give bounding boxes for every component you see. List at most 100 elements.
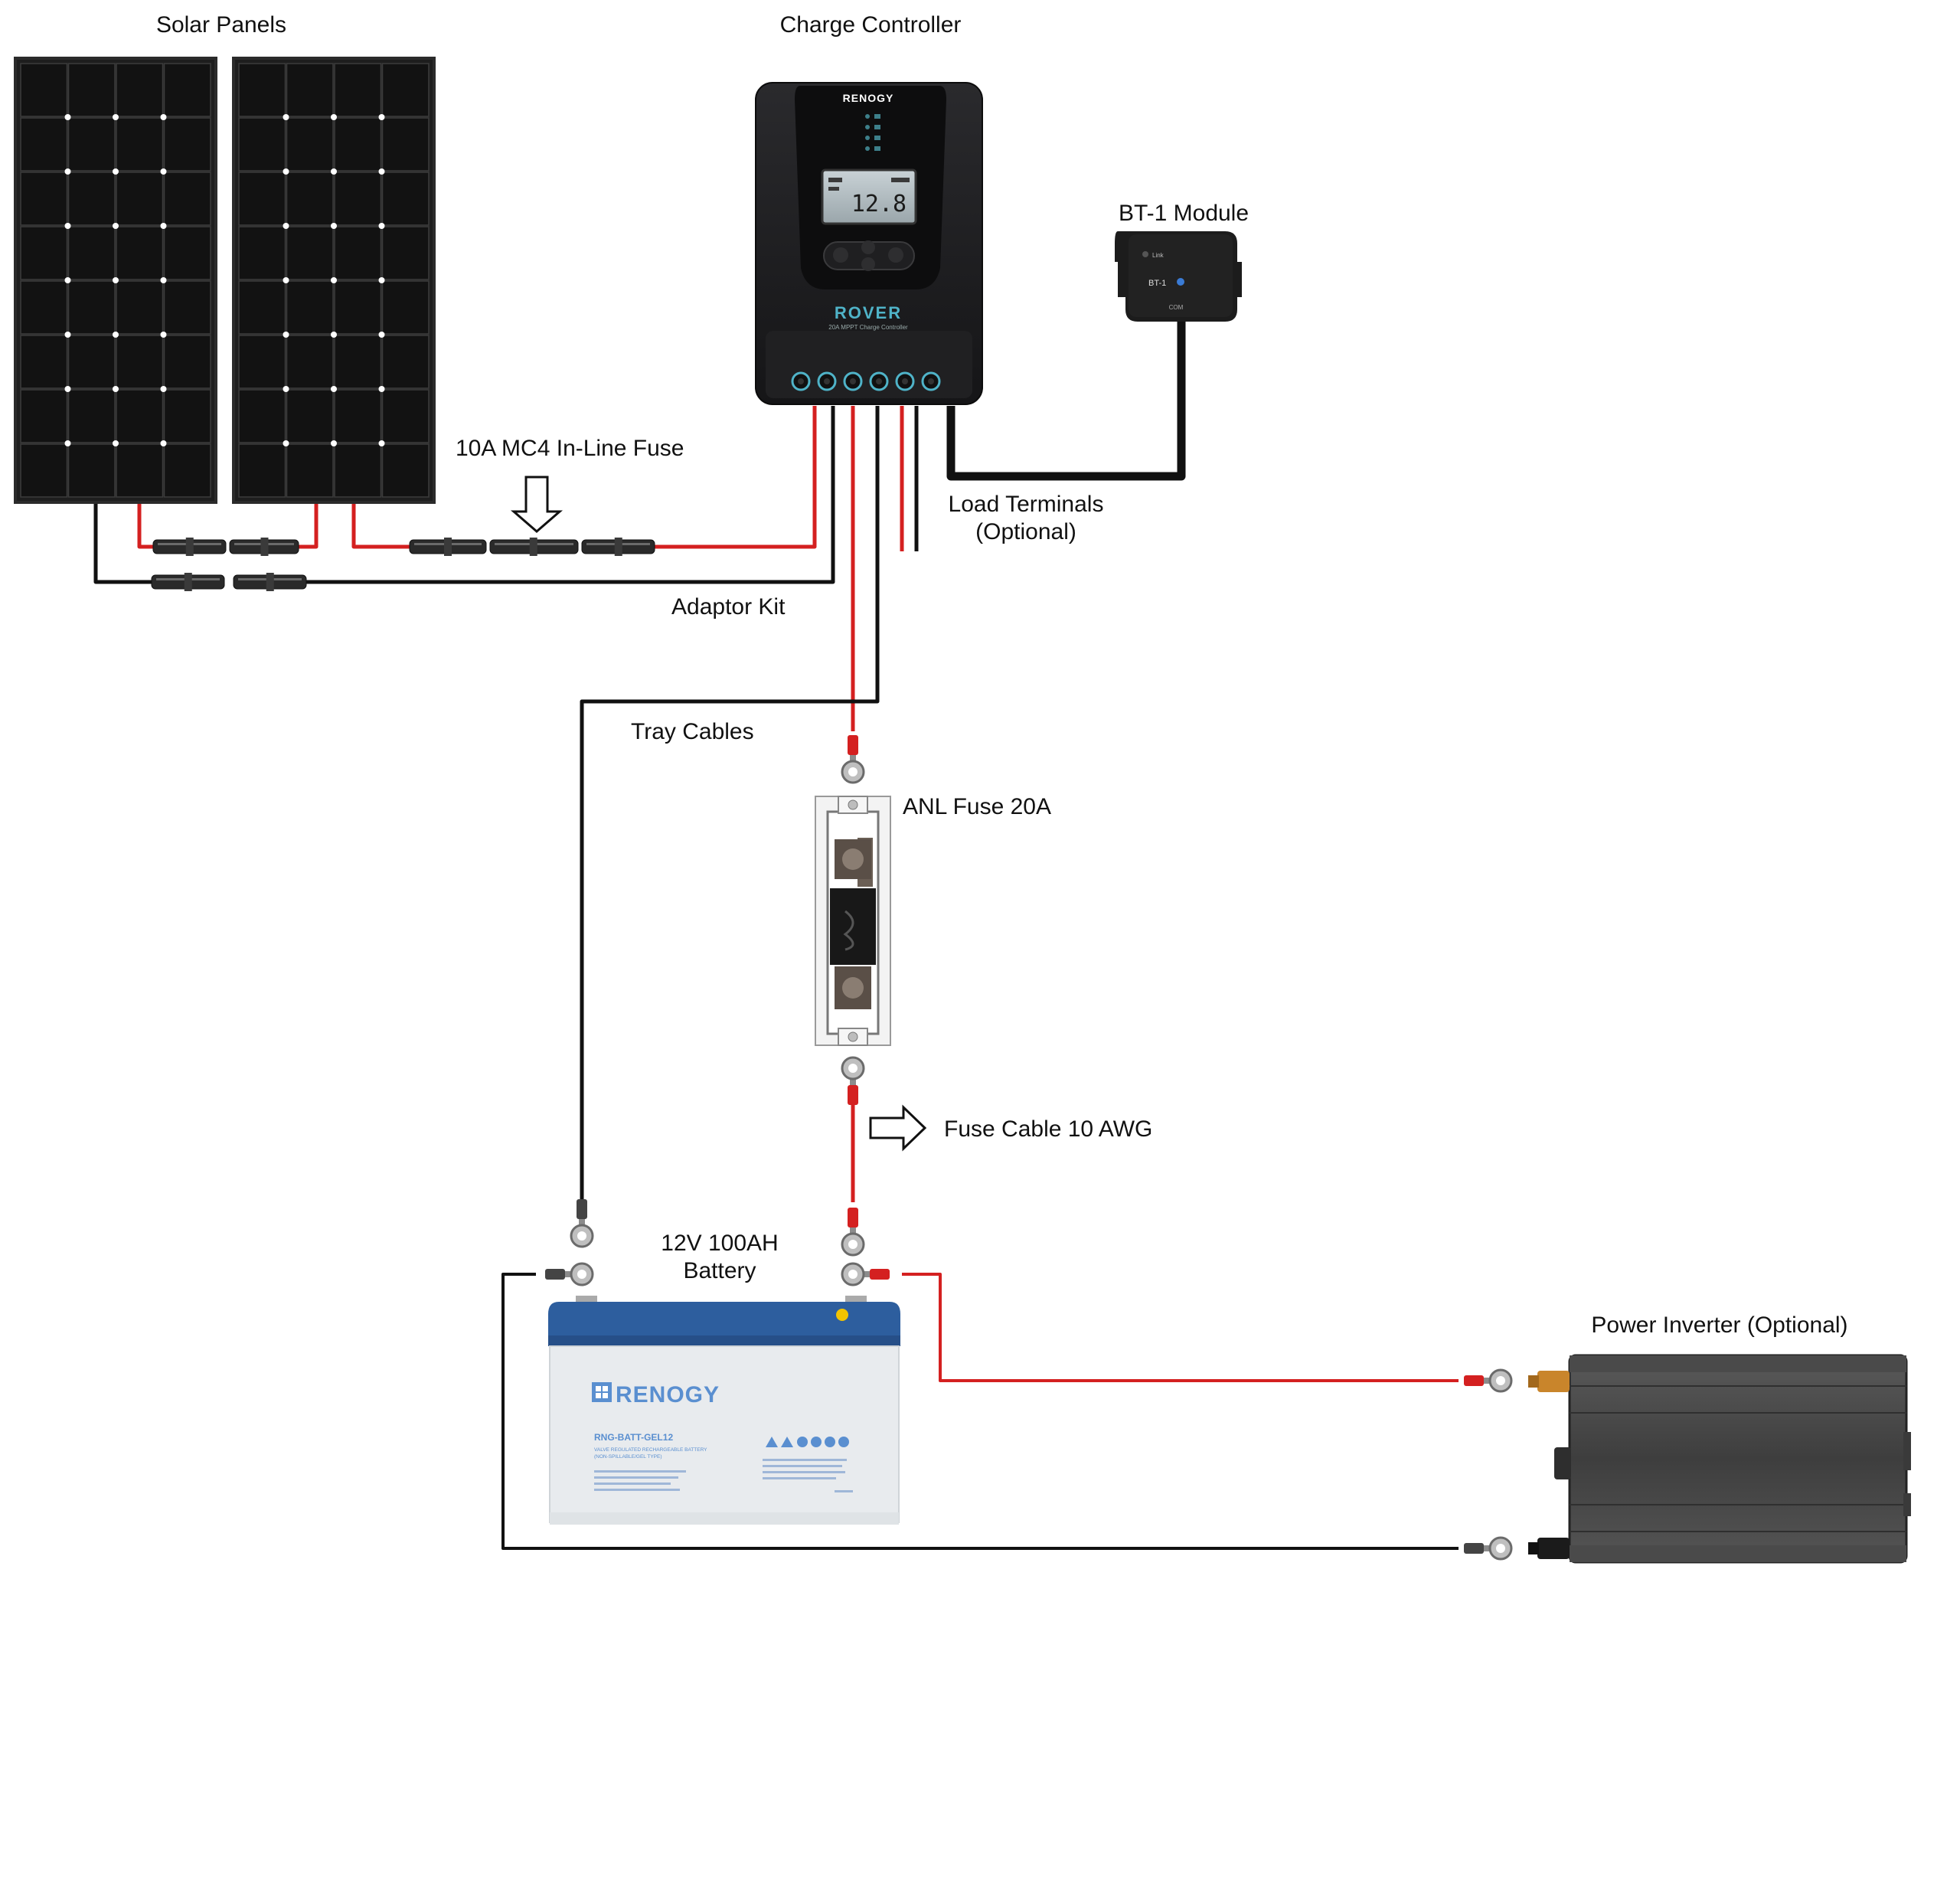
- controller-model-name: ROVER: [835, 303, 902, 322]
- cell-junction: [113, 168, 119, 175]
- panel-cell: [381, 389, 430, 443]
- panel-cell: [381, 172, 430, 226]
- cell-junction: [64, 114, 71, 120]
- cell-junction: [64, 277, 71, 283]
- bt1-name: BT-1: [1148, 279, 1166, 288]
- ring-terminal: [841, 735, 865, 784]
- left-button[interactable]: [833, 247, 848, 263]
- panel-cell: [67, 172, 116, 226]
- charge-controller: RENOGY 12.8 ROVER 20A MPPT Charge Contro…: [755, 82, 983, 405]
- panel2-link-wire: [291, 502, 318, 549]
- up-button[interactable]: [861, 240, 875, 254]
- panel-cell: [334, 63, 382, 117]
- cell-junction: [64, 223, 71, 229]
- mc4-connector: [151, 573, 225, 591]
- panel-cell: [20, 172, 68, 226]
- cell-junction: [113, 440, 119, 446]
- battery: RENOGY RNG-BATT-GEL12 VALVE REGULATED RE…: [548, 1296, 900, 1525]
- ring-terminal: [841, 1262, 890, 1286]
- panel-cell: [67, 335, 116, 389]
- lcd-value: 12.8: [851, 191, 906, 217]
- label-load-terminals-1: Load Terminals: [949, 492, 1104, 517]
- terminal-port-icon: [817, 371, 837, 391]
- terminal-ports: [791, 371, 941, 391]
- label-solar-panels: Solar Panels: [156, 12, 286, 38]
- cell-junction: [331, 277, 337, 283]
- bt1-port-label: COM: [1169, 304, 1184, 311]
- label-bt1-module: BT-1 Module: [1119, 201, 1249, 226]
- panel-cell: [67, 389, 116, 443]
- panel-cell: [334, 335, 382, 389]
- mc4-connector: [409, 538, 487, 556]
- label-fuse-cable: Fuse Cable 10 AWG: [944, 1116, 1152, 1142]
- down-button[interactable]: [861, 257, 875, 271]
- inverter-fins: [1570, 1385, 1906, 1532]
- cell-junction: [160, 277, 167, 283]
- panel-cell: [381, 226, 430, 280]
- label-battery-2: Battery: [683, 1258, 756, 1283]
- cell-junction: [378, 168, 385, 175]
- terminal-port-icon: [921, 371, 941, 391]
- inverter-negative-wire: [501, 1273, 1459, 1550]
- anl-fuse: [815, 796, 891, 1046]
- panel-cell: [163, 443, 211, 498]
- panel-cell: [286, 443, 334, 498]
- battery-negative-tray-wire: [580, 406, 880, 1202]
- label-power-inverter: Power Inverter (Optional): [1591, 1313, 1847, 1338]
- panel-cell: [20, 335, 68, 389]
- battery-desc-2: (NON-SPILLABLE/GEL TYPE): [594, 1454, 662, 1460]
- mc4-connector: [229, 538, 299, 556]
- panel-cell: [20, 63, 68, 117]
- panel-cell: [67, 226, 116, 280]
- panel-cell: [286, 280, 334, 335]
- panel-cell: [116, 280, 164, 335]
- pv-positive-wire: [351, 502, 413, 549]
- pv-positive-wire-2: [651, 406, 817, 549]
- cell-junction: [378, 277, 385, 283]
- panel-cell: [20, 443, 68, 498]
- panel-cell: [116, 63, 164, 117]
- panel-cell: [286, 172, 334, 226]
- bt1-link-led-icon: [1142, 251, 1148, 257]
- right-button[interactable]: [888, 247, 903, 263]
- label-adaptor-kit: Adaptor Kit: [671, 594, 786, 619]
- labels: Solar Panels Charge Controller BT-1 Modu…: [156, 12, 1848, 1338]
- cell-junction: [378, 440, 385, 446]
- panel-cell: [163, 335, 211, 389]
- label-anl-fuse: ANL Fuse 20A: [903, 794, 1051, 819]
- panel-cell: [116, 443, 164, 498]
- label-tray-cables: Tray Cables: [631, 719, 754, 744]
- cell-junction: [283, 223, 289, 229]
- cell-junction: [160, 223, 167, 229]
- panel-cell: [238, 335, 286, 389]
- solar-panel-2: [232, 57, 436, 504]
- cell-junction: [160, 114, 167, 120]
- panel-cell: [238, 443, 286, 498]
- panel-cell: [163, 280, 211, 335]
- solar-panel-1: [14, 57, 217, 504]
- panel-cell: [163, 117, 211, 172]
- control-buttons[interactable]: [823, 240, 915, 271]
- pv-negative-wire: [93, 502, 153, 584]
- controller-brand: RENOGY: [843, 92, 894, 104]
- panel-cell: [286, 335, 334, 389]
- label-charge-controller: Charge Controller: [780, 12, 962, 38]
- panel-cell: [116, 335, 164, 389]
- panel-cell: [381, 63, 430, 117]
- battery-logo-icon: [592, 1382, 612, 1402]
- cell-junction: [331, 114, 337, 120]
- panel-cell: [116, 389, 164, 443]
- cell-junction: [160, 332, 167, 338]
- inverter-positive-terminal: [1528, 1371, 1570, 1392]
- controller-model-desc: 20A MPPT Charge Controller: [828, 324, 908, 331]
- wires: [93, 322, 1459, 1550]
- inverter-positive-wire: [902, 1273, 1459, 1382]
- panel-cell: [67, 280, 116, 335]
- panel-cell: [20, 389, 68, 443]
- panel-cell: [381, 443, 430, 498]
- cell-junction: [64, 440, 71, 446]
- mc4-connectors: [151, 538, 655, 591]
- ring-terminal: [1464, 1536, 1513, 1561]
- ring-terminal: [545, 1262, 594, 1286]
- panel-cell: [116, 117, 164, 172]
